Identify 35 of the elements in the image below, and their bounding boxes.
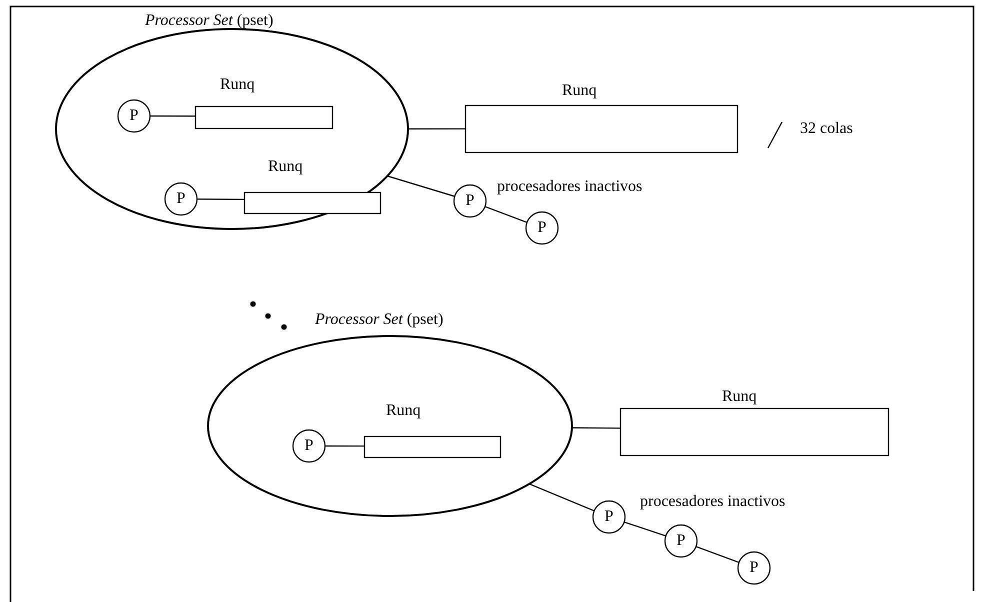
runqueue-box [620, 388, 890, 457]
processor-set-ellipse [206, 311, 574, 518]
connector-line [572, 427, 620, 429]
queue-label: Runq [220, 76, 255, 94]
runqueue-box [195, 76, 334, 130]
connector-line [696, 546, 740, 564]
processor-set-ellipse [54, 12, 410, 231]
processor-circle: P [664, 524, 698, 558]
connector-line [325, 445, 364, 447]
queue-label: Runq [722, 388, 757, 406]
connector-line [624, 522, 666, 536]
connector-line [529, 483, 594, 512]
connector-line [408, 128, 465, 130]
idle-list-label: procesadores inactivos [640, 493, 786, 511]
connector-line [484, 206, 528, 223]
queue-count-label: 32 colas [800, 120, 853, 138]
processor-circle: P [117, 99, 151, 133]
queue-label: Runq [386, 402, 421, 420]
processor-circle: P [525, 211, 559, 245]
processor-circle: P [164, 182, 198, 216]
runqueue-box [465, 82, 739, 154]
runqueue-box [364, 402, 502, 459]
set-heading: Processor Set (pset) [315, 311, 444, 329]
processor-circle: P [737, 551, 771, 585]
set-heading: Processor Set (pset) [145, 12, 274, 30]
processor-circle: P [592, 500, 626, 534]
queue-label: Runq [562, 82, 597, 100]
queue-label: Runq [268, 158, 303, 176]
connector-line [387, 175, 455, 197]
connector-line [150, 115, 195, 117]
processor-circle: P [292, 429, 326, 463]
runqueue-box [244, 158, 382, 215]
idle-list-label: procesadores inactivos [497, 178, 642, 196]
connector-line [197, 198, 244, 200]
processor-circle: P [453, 184, 487, 218]
